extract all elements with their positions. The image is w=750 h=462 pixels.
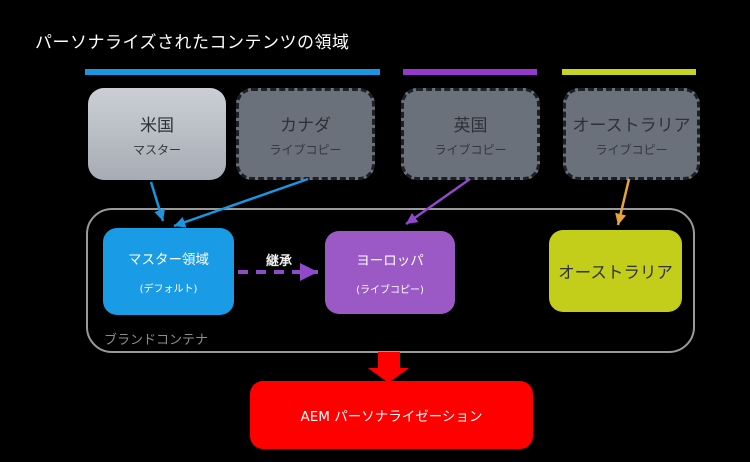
area-europe-sublabel: (ライブコピー)	[356, 285, 424, 296]
source-region-us-label: 米国	[140, 115, 174, 136]
source-region-canada-label: カナダ	[280, 115, 331, 136]
area-australia-label: オーストラリア	[558, 263, 673, 282]
aem-personalization-box: AEM パーソナライゼーション	[250, 381, 533, 449]
source-region-uk-label: 英国	[453, 115, 488, 136]
area-europe-label: ヨーロッパ	[356, 253, 424, 269]
area-master-region-label: マスター領域	[128, 252, 209, 268]
source-region-us: 米国 マスター	[88, 88, 226, 180]
brand-container-label: ブランドコンテナ	[104, 333, 209, 348]
region-group-bar-purple	[403, 69, 537, 75]
page-title: パーソナライズされたコンテンツの領域	[35, 33, 350, 53]
source-region-australia-label: オーストラリア	[572, 115, 691, 136]
area-master-region: マスター領域 (デフォルト)	[103, 228, 234, 315]
area-master-region-sublabel: (デフォルト)	[139, 284, 198, 295]
source-region-uk-sublabel: ライブコピー	[434, 142, 507, 157]
region-group-bar-blue	[85, 69, 380, 75]
source-region-canada-sublabel: ライブコピー	[269, 142, 342, 157]
area-australia: オーストラリア	[549, 230, 682, 312]
area-europe: ヨーロッパ (ライブコピー)	[325, 231, 455, 314]
source-region-us-sublabel: マスター	[132, 142, 181, 157]
aem-personalization-label: AEM パーソナライゼーション	[300, 409, 483, 425]
region-group-bar-yellow	[562, 69, 696, 75]
source-region-uk: 英国 ライブコピー	[401, 88, 540, 180]
source-region-australia-sublabel: ライブコピー	[595, 142, 668, 157]
source-region-australia: オーストラリア ライブコピー	[563, 88, 700, 180]
source-region-canada: カナダ ライブコピー	[236, 88, 375, 180]
inheritance-label: 継承	[265, 254, 292, 269]
arrow-container-to-output	[368, 352, 409, 383]
